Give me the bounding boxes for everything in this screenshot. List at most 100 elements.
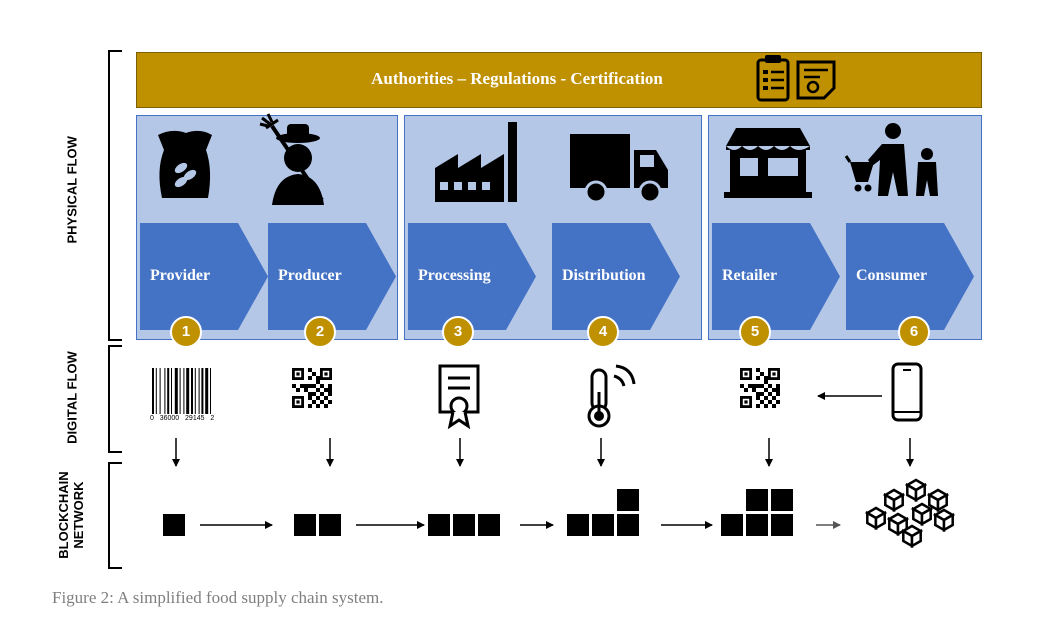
qr-module bbox=[312, 372, 316, 376]
qr-finder-center bbox=[772, 372, 776, 376]
block bbox=[746, 489, 768, 511]
block bbox=[771, 489, 793, 511]
qr-module bbox=[764, 388, 768, 392]
block bbox=[617, 514, 639, 536]
block bbox=[721, 514, 743, 536]
qr-finder-center bbox=[296, 372, 300, 376]
qr-code-icon bbox=[740, 368, 780, 408]
qr-module bbox=[748, 384, 752, 388]
barcode-bar bbox=[174, 368, 178, 414]
qr-module bbox=[772, 396, 776, 400]
qr-module bbox=[740, 384, 744, 388]
qr-module bbox=[316, 376, 320, 380]
block bbox=[746, 514, 768, 536]
physical-flow-bracket bbox=[108, 50, 122, 341]
seed-bag-icon bbox=[158, 130, 212, 198]
stage-number-badge: 6 bbox=[898, 316, 930, 348]
figure-caption: Figure 2: A simplified food supply chain… bbox=[52, 588, 384, 607]
stage-arrow-distribution bbox=[552, 223, 680, 330]
block bbox=[294, 514, 316, 536]
qr-module bbox=[768, 384, 772, 388]
qr-finder-center bbox=[324, 372, 328, 376]
qr-module bbox=[328, 400, 332, 404]
qr-module bbox=[756, 392, 760, 396]
barcode-bar bbox=[159, 368, 161, 414]
cube-right bbox=[874, 510, 886, 531]
block bbox=[617, 489, 639, 511]
qr-module bbox=[308, 392, 312, 396]
qr-module bbox=[752, 384, 756, 388]
qr-module bbox=[312, 400, 316, 404]
blockchain-network-icon bbox=[864, 478, 956, 549]
qr-module bbox=[304, 388, 308, 392]
qr-module bbox=[752, 388, 756, 392]
qr-module bbox=[756, 368, 760, 372]
cube-right bbox=[896, 516, 908, 537]
block bbox=[453, 514, 475, 536]
qr-module bbox=[772, 388, 776, 392]
qr-finder-center bbox=[296, 400, 300, 404]
qr-module bbox=[328, 388, 332, 392]
qr-module bbox=[316, 404, 320, 408]
qr-module bbox=[756, 404, 760, 408]
qr-finder-center bbox=[744, 400, 748, 404]
qr-module bbox=[768, 392, 772, 396]
authorities-bar: Authorities – Regulations - Certificatio… bbox=[136, 52, 982, 108]
factory-icon bbox=[435, 122, 517, 202]
qr-module bbox=[760, 400, 764, 404]
qr-module bbox=[308, 404, 312, 408]
qr-module bbox=[776, 384, 780, 388]
barcode-bar bbox=[186, 368, 190, 414]
barcode-bar bbox=[201, 368, 204, 414]
barcode-bar bbox=[179, 368, 181, 414]
qr-module bbox=[324, 396, 328, 400]
barcode-bar bbox=[194, 368, 196, 414]
qr-module bbox=[764, 376, 768, 380]
block bbox=[771, 514, 793, 536]
qr-module bbox=[328, 384, 332, 388]
block bbox=[567, 514, 589, 536]
store-icon bbox=[724, 128, 812, 198]
cube-right bbox=[892, 492, 904, 513]
qr-module bbox=[760, 384, 764, 388]
barcode-bar bbox=[198, 368, 200, 414]
farmer-icon bbox=[259, 113, 324, 205]
qr-module bbox=[308, 384, 312, 388]
qr-module bbox=[316, 388, 320, 392]
qr-module bbox=[764, 396, 768, 400]
qr-code-icon bbox=[292, 368, 332, 408]
barcode-bar bbox=[171, 368, 172, 414]
cube-right bbox=[920, 506, 932, 527]
stage-number-badge: 2 bbox=[304, 316, 336, 348]
qr-module bbox=[764, 380, 768, 384]
qr-module bbox=[760, 372, 764, 376]
qr-module bbox=[304, 384, 308, 388]
qr-module bbox=[760, 392, 764, 396]
stage-arrow-producer bbox=[268, 223, 396, 330]
qr-module bbox=[308, 376, 312, 380]
qr-module bbox=[776, 388, 780, 392]
qr-module bbox=[292, 384, 296, 388]
truck-icon bbox=[570, 134, 668, 204]
barcode-bar bbox=[155, 368, 157, 414]
qr-module bbox=[316, 380, 320, 384]
qr-module bbox=[308, 368, 312, 372]
qr-module bbox=[324, 404, 328, 408]
block bbox=[163, 514, 185, 536]
qr-module bbox=[744, 388, 748, 392]
barcode-number: 0 36000 29145 2 bbox=[150, 415, 215, 422]
stage-arrow-retailer bbox=[712, 223, 840, 330]
stage-arrow-provider bbox=[140, 223, 268, 330]
cube-right bbox=[910, 528, 922, 549]
stage-label-producer: Producer bbox=[278, 266, 342, 284]
barcode-bar bbox=[167, 368, 170, 414]
barcode-bar bbox=[164, 368, 166, 414]
qr-module bbox=[296, 388, 300, 392]
cube-right bbox=[942, 512, 954, 533]
blockchain-blocks bbox=[163, 489, 793, 536]
smartphone-icon bbox=[891, 362, 923, 422]
blockchain-network-bracket bbox=[108, 462, 122, 569]
stage-arrow-processing bbox=[408, 223, 536, 330]
qr-module bbox=[772, 404, 776, 408]
